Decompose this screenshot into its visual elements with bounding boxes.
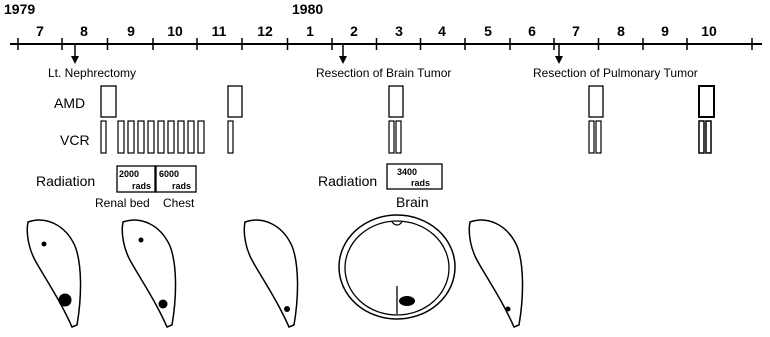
vcr-dose-bar bbox=[101, 121, 106, 153]
radiation-site-chest: Chest bbox=[163, 196, 195, 210]
radiation-label-1: Radiation bbox=[36, 173, 95, 189]
month-label: 12 bbox=[257, 23, 273, 39]
month-label: 4 bbox=[438, 23, 446, 39]
metastasis-lesion bbox=[159, 300, 168, 309]
amd-course-bar bbox=[101, 86, 116, 117]
row-label-vcr: VCR bbox=[60, 132, 90, 148]
month-label: 5 bbox=[484, 23, 492, 39]
brain-sketch bbox=[339, 215, 455, 319]
vcr-dose-bar bbox=[128, 121, 134, 153]
event-arrow-nephrectomy bbox=[71, 44, 79, 64]
metastasis-lesion bbox=[42, 242, 47, 247]
metastasis-lesion bbox=[506, 307, 511, 312]
event-label-pulmonary-resection: Resection of Pulmonary Tumor bbox=[533, 66, 698, 80]
month-label: 9 bbox=[661, 23, 669, 39]
month-label: 10 bbox=[167, 23, 183, 39]
radiation-site-brain: Brain bbox=[396, 194, 429, 210]
vcr-dose-bar bbox=[396, 121, 401, 153]
chest-sketch-1 bbox=[27, 220, 80, 327]
month-label: 9 bbox=[127, 23, 135, 39]
vcr-dose-bar bbox=[138, 121, 144, 153]
amd-course-bar bbox=[389, 86, 403, 117]
vcr-dose-bar bbox=[706, 121, 711, 153]
radiation-dose-renal: 2000 bbox=[119, 169, 139, 179]
month-label: 3 bbox=[395, 23, 403, 39]
amd-course-bar bbox=[699, 86, 714, 117]
year-label-1979: 1979 bbox=[4, 1, 35, 17]
vcr-dose-bar bbox=[198, 121, 204, 153]
vcr-dose-bar bbox=[589, 121, 594, 153]
vcr-dose-bar bbox=[168, 121, 174, 153]
metastasis-lesion bbox=[59, 294, 72, 307]
vcr-dose-bar bbox=[188, 121, 194, 153]
month-label: 8 bbox=[80, 23, 88, 39]
radiation-dose-brain: 3400 bbox=[397, 167, 417, 177]
month-label: 2 bbox=[350, 23, 358, 39]
chest-sketch-3 bbox=[244, 220, 297, 327]
amd-courses bbox=[101, 86, 714, 117]
month-label: 10 bbox=[701, 23, 717, 39]
month-label: 11 bbox=[212, 23, 227, 39]
amd-course-bar bbox=[589, 86, 603, 117]
month-label: 7 bbox=[36, 23, 44, 39]
event-arrow-brain-resection bbox=[339, 44, 347, 64]
radiation-site-renal: Renal bed bbox=[95, 196, 150, 210]
vcr-doses bbox=[101, 121, 711, 153]
vcr-dose-bar bbox=[118, 121, 124, 153]
vcr-dose-bar bbox=[148, 121, 154, 153]
month-label: 1 bbox=[306, 23, 314, 39]
vcr-dose-bar bbox=[178, 121, 184, 153]
radiation-label-2: Radiation bbox=[318, 173, 377, 189]
vcr-dose-bar bbox=[596, 121, 601, 153]
metastasis-lesion bbox=[139, 238, 144, 243]
event-label-brain-resection: Resection of Brain Tumor bbox=[316, 66, 451, 80]
event-arrow-pulmonary-resection bbox=[555, 44, 563, 64]
vcr-dose-bar bbox=[228, 121, 233, 153]
month-label: 7 bbox=[572, 23, 580, 39]
month-label: 6 bbox=[528, 23, 536, 39]
radiation-unit-brain: rads bbox=[411, 178, 430, 188]
vcr-dose-bar bbox=[699, 121, 704, 153]
amd-course-bar bbox=[228, 86, 242, 117]
year-label-1980: 1980 bbox=[292, 1, 323, 17]
chest-sketch-4 bbox=[469, 220, 522, 327]
radiation-dose-chest: 6000 bbox=[159, 169, 179, 179]
vcr-dose-bar bbox=[158, 121, 164, 153]
radiation-unit-renal: rads bbox=[132, 181, 151, 191]
metastasis-lesion bbox=[284, 306, 290, 312]
brain-lesion bbox=[399, 296, 415, 306]
event-label-nephrectomy: Lt. Nephrectomy bbox=[48, 66, 136, 80]
chest-sketch-2 bbox=[122, 220, 175, 327]
row-label-amd: AMD bbox=[54, 95, 85, 111]
month-label: 8 bbox=[617, 23, 625, 39]
radiation-unit-chest: rads bbox=[172, 181, 191, 191]
vcr-dose-bar bbox=[389, 121, 394, 153]
